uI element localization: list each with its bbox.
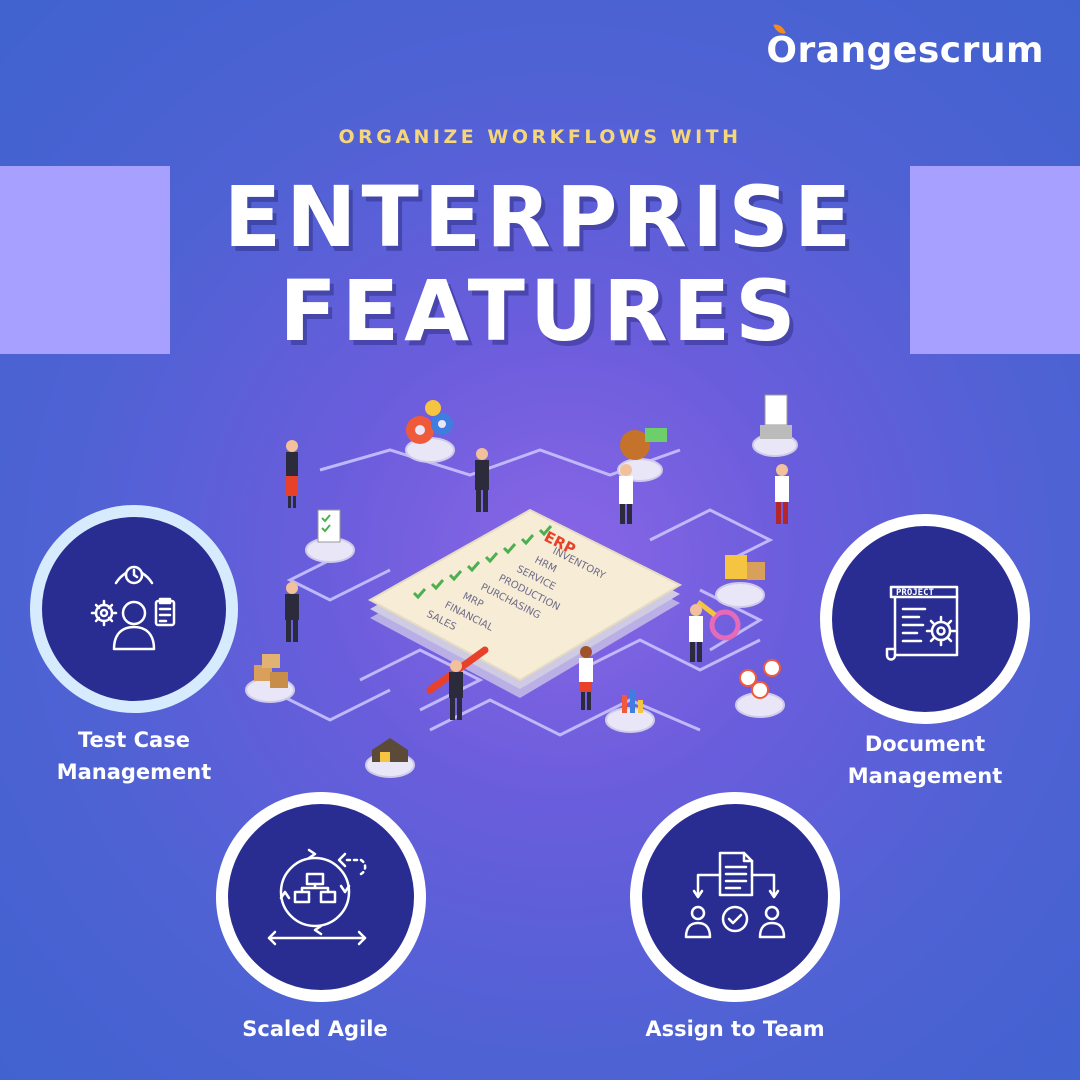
scaled-agile-label: Scaled Agile — [242, 1017, 388, 1041]
chart-icon — [622, 690, 643, 713]
warehouse-icon — [372, 738, 408, 762]
scaled-agile-icon — [267, 848, 367, 946]
test-case-management-circle — [30, 505, 238, 713]
document-management-circle: PROJECT — [820, 514, 1030, 724]
brand-logo: O rangescrum — [766, 21, 1044, 71]
project-icon-text: PROJECT — [896, 588, 935, 598]
check-icons — [412, 525, 553, 600]
test-case-management-label: Test Case Management — [56, 728, 212, 784]
scaled-agile-circle — [216, 792, 426, 1002]
headline-line1: ENTERPRISE — [223, 168, 857, 266]
logo-text: rangescrum — [797, 30, 1044, 71]
forklift-icon — [725, 555, 765, 580]
headline-line2: FEATURES — [279, 262, 801, 360]
erp-illustration: ERP INVENTORY HRM SERVICE PRODUCTION PUR… — [245, 394, 798, 778]
side-bar-left — [0, 166, 170, 354]
side-bar-right — [910, 166, 1080, 354]
boxes-icon — [254, 654, 288, 688]
assign-to-team-label: Assign to Team — [645, 1017, 825, 1041]
erp-card: ERP INVENTORY HRM SERVICE PRODUCTION PUR… — [367, 508, 683, 698]
checklist-icon — [317, 509, 341, 543]
gear-icon — [406, 400, 453, 444]
subtitle: ORGANIZE WORKFLOWS WITH — [338, 126, 742, 148]
test-case-icon — [90, 565, 176, 651]
people-figures — [285, 440, 789, 720]
document-management-label: Document Management — [847, 732, 1003, 788]
network-icon — [739, 659, 781, 699]
document-project-icon: PROJECT — [885, 585, 959, 661]
money-bag-icon — [620, 428, 667, 460]
platforms — [245, 433, 798, 778]
logo-o: O — [766, 21, 797, 71]
magnifier-icon — [696, 600, 741, 641]
assign-to-team-circle — [630, 792, 840, 1002]
clipboard-icon — [760, 394, 792, 439]
assign-team-icon — [684, 851, 786, 939]
